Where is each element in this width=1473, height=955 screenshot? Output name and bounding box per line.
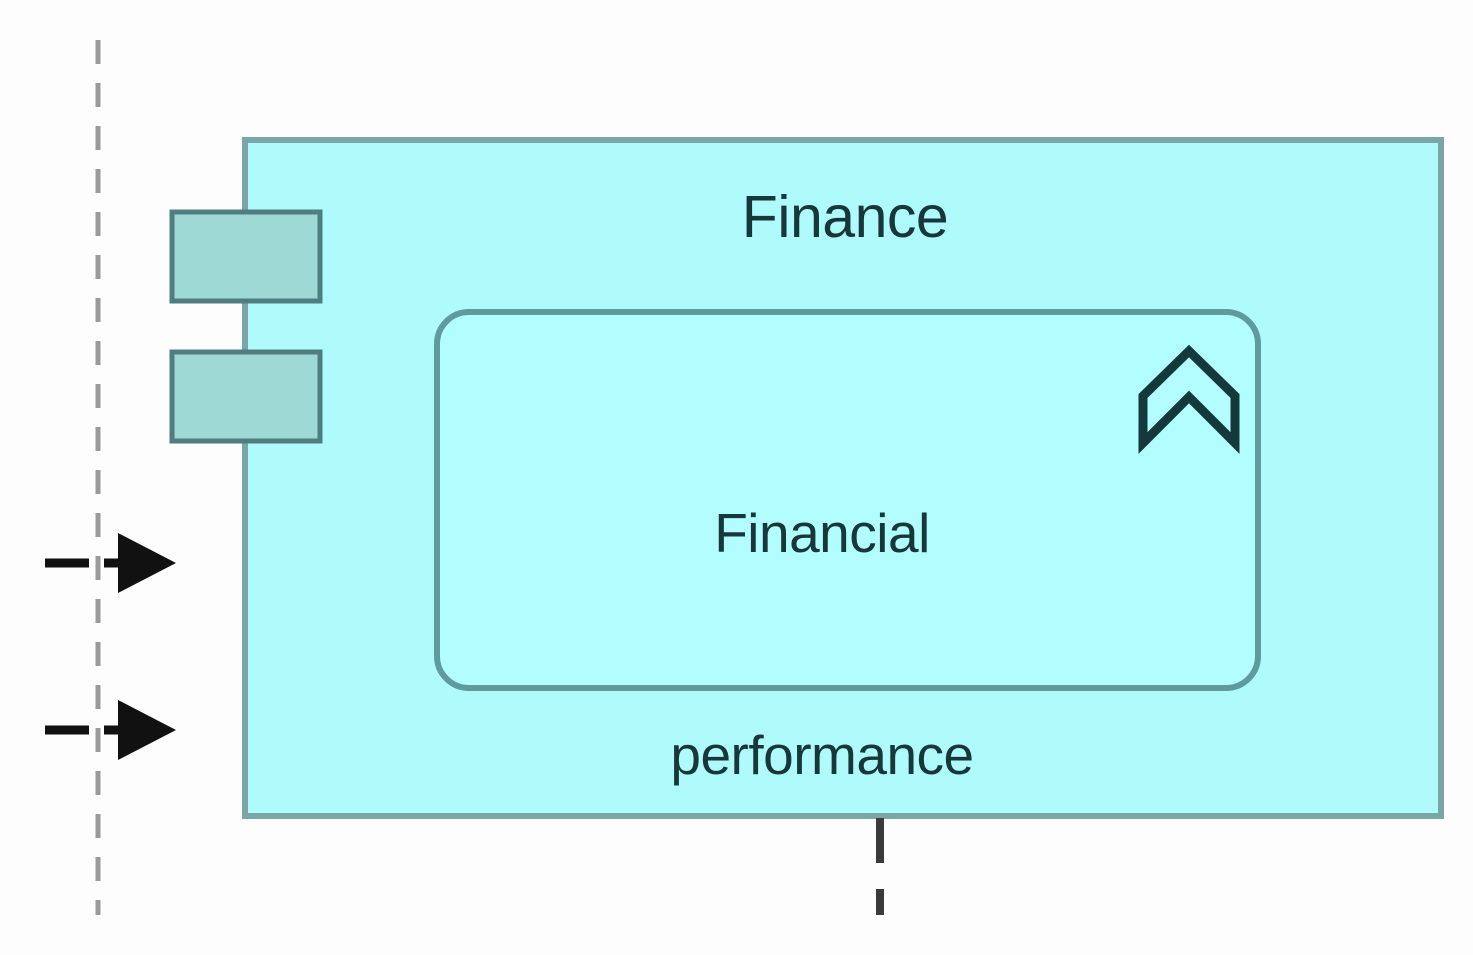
serving-relation-upper[interactable]: [45, 533, 176, 593]
serving-relation-lower[interactable]: [45, 700, 176, 760]
arrowhead-upper: [118, 533, 176, 593]
business-process-chevron-icon: [1138, 344, 1240, 454]
arrowhead-lower: [118, 700, 176, 760]
financial-performance-monitoring-box[interactable]: [434, 309, 1261, 691]
interface-port-upper[interactable]: [169, 209, 323, 304]
interface-port-lower[interactable]: [169, 349, 323, 444]
